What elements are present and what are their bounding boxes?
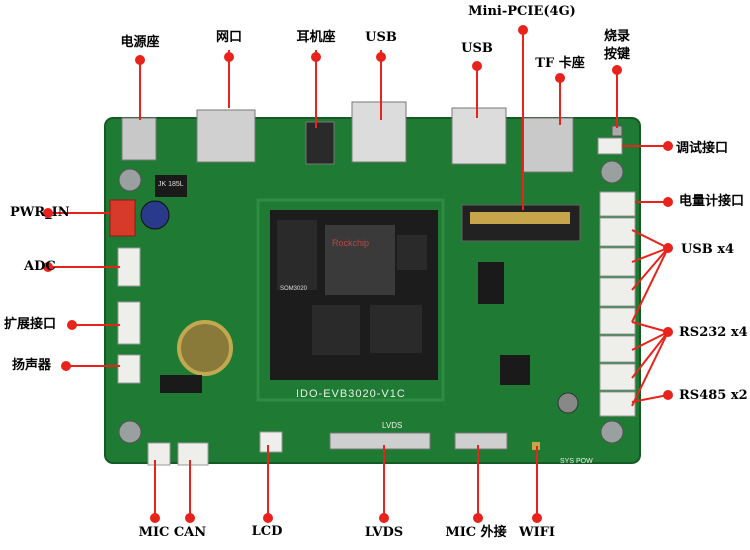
- chip-misc-3: [160, 375, 202, 393]
- label-expansion: 扩展接口: [4, 317, 57, 332]
- callout-dot: [43, 262, 53, 272]
- callout-lines: [43, 25, 673, 523]
- callout-line: [631, 247, 669, 263]
- callout-dot: [43, 208, 53, 218]
- label-lcd: LCD: [251, 524, 283, 539]
- speaker-connector: [117, 354, 141, 384]
- callout-dot: [61, 361, 71, 371]
- label-headphone: 耳机座: [296, 30, 336, 45]
- adc-connector: [117, 247, 141, 287]
- usb-port-1: [351, 101, 407, 163]
- ram-chip-1: [277, 220, 317, 290]
- label-rs485-x2: RS485 x2: [679, 388, 748, 403]
- label-rs232-x4: RS232 x4: [679, 325, 748, 340]
- callout-dot: [518, 25, 528, 35]
- callout-dot: [663, 390, 673, 400]
- label-ethernet: 网口: [215, 30, 243, 45]
- callout-line: [631, 331, 669, 351]
- callout-line: [631, 331, 669, 407]
- tf-card-slot: [522, 117, 574, 173]
- module-brand: Rockchip: [332, 238, 369, 248]
- chip-misc-2: [478, 262, 504, 304]
- label-adc: ADC: [24, 259, 56, 274]
- callout-line: [631, 229, 669, 249]
- label-pwr-in: PWR_IN: [10, 205, 70, 220]
- callout-dot: [663, 141, 673, 151]
- ethernet-jack: [196, 109, 256, 163]
- callout-dot: [379, 513, 389, 523]
- ram-chip-3: [370, 305, 422, 353]
- flash-chip: [397, 235, 427, 270]
- label-mic-ext: MIC 外接: [445, 525, 507, 540]
- jk-chip: [155, 175, 187, 197]
- callout-dot: [376, 52, 386, 62]
- lcd-connector: [259, 431, 283, 453]
- callout-dot: [263, 513, 273, 523]
- lvds-silkscreen: LVDS: [382, 421, 402, 430]
- headphone-jack: [305, 121, 335, 165]
- sys-silkscreen: SYS POW: [560, 458, 593, 465]
- callout-dot: [311, 52, 321, 62]
- right-connector-column: [599, 191, 636, 417]
- chip-misc-1: [500, 355, 530, 385]
- ram-chip-2: [312, 305, 360, 355]
- soc-chip: [325, 225, 395, 295]
- callout-dot: [473, 513, 483, 523]
- callout-line: [631, 394, 669, 403]
- label-speaker: 扬声器: [12, 358, 52, 373]
- module-text: SOM3020: [280, 286, 308, 292]
- callout-dot: [67, 320, 77, 330]
- usb-port-2: [451, 107, 507, 165]
- label-burn-button-l1: 烧录: [603, 29, 631, 44]
- callout-dot: [135, 55, 145, 65]
- callout-dot: [663, 197, 673, 207]
- chip-label: JK 185L: [158, 181, 184, 188]
- mic-ext-connector: [454, 432, 508, 450]
- callout-line: [631, 321, 669, 333]
- power-socket: [121, 117, 157, 161]
- callout-line: [631, 247, 669, 323]
- callout-dot: [555, 73, 565, 83]
- debug-header: [597, 137, 623, 155]
- label-mic: MIC: [138, 525, 170, 540]
- label-lvds: LVDS: [364, 525, 404, 540]
- expansion-connector: [117, 301, 141, 345]
- core-module-border: [256, 198, 445, 402]
- mini-pcie-contacts: [470, 212, 570, 224]
- pwr-in-connector: [109, 199, 136, 237]
- callout-dot: [663, 327, 673, 337]
- can-connector: [177, 442, 209, 466]
- label-wifi: WIFI: [519, 525, 555, 540]
- label-power-socket: 电源座: [120, 35, 160, 50]
- label-debug-port: 调试接口: [676, 141, 729, 156]
- label-battery-gauge: 电量计接口: [679, 194, 745, 209]
- label-usb1: USB: [365, 30, 397, 45]
- label-usb-x4: USB x4: [681, 242, 735, 257]
- mic-connector: [147, 442, 171, 466]
- callout-line: [631, 247, 669, 291]
- callout-dot: [150, 513, 160, 523]
- label-tf-slot: TF 卡座: [535, 56, 585, 71]
- label-burn-button-l2: 按键: [603, 47, 631, 62]
- callout-dot: [224, 52, 234, 62]
- label-can: CAN: [173, 525, 207, 540]
- screw-post: [557, 392, 579, 414]
- label-usb2: USB: [461, 41, 493, 56]
- callout-dot: [472, 61, 482, 71]
- callout-dot: [612, 65, 622, 75]
- callout-dot: [185, 513, 195, 523]
- coin-cell-battery: [177, 320, 233, 376]
- electrolytic-capacitor: [140, 200, 170, 230]
- label-mini-pcie: Mini-PCIE(4G): [468, 4, 576, 19]
- mounting-holes: [118, 160, 624, 444]
- callout-line: [631, 331, 669, 379]
- lvds-connector: [329, 432, 431, 450]
- callout-dot: [532, 513, 542, 523]
- board-silkscreen: IDO-EVB3020-V1C: [296, 388, 406, 400]
- callout-dot: [663, 243, 673, 253]
